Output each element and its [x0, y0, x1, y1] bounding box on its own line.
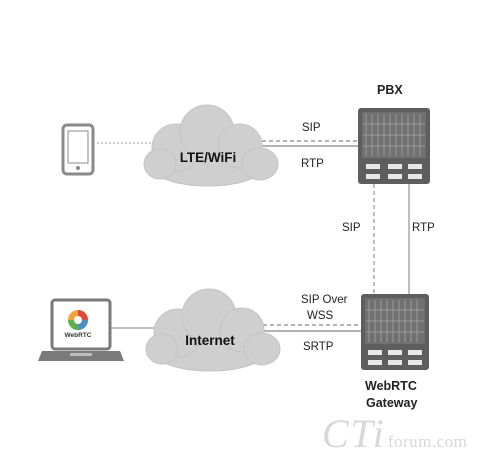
- webrtc-logo-icon: [68, 310, 88, 330]
- vertical-rtp-label: RTP: [412, 222, 435, 234]
- watermark-cti: CTi: [322, 411, 386, 456]
- vertical-sip-label: SIP: [342, 222, 361, 234]
- laptop-icon: [38, 298, 124, 361]
- lte-wifi-cloud-label: LTE/WiFi: [179, 150, 237, 165]
- pbx-server-icon: [358, 108, 430, 184]
- pbx-label: PBX: [377, 83, 403, 97]
- top-rtp-label: RTP: [301, 158, 324, 170]
- internet-cloud-label: Internet: [185, 333, 235, 348]
- webrtc-gateway-server-icon: [361, 294, 429, 370]
- smartphone-icon: [61, 123, 95, 176]
- webrtc-logo-text: WebRTC: [64, 332, 92, 339]
- watermark-forum: forum.com: [387, 432, 468, 451]
- webrtc-gateway-label-line2: Gateway: [366, 396, 418, 410]
- srtp-label: SRTP: [303, 341, 334, 353]
- wss-label: WSS: [307, 310, 334, 322]
- internet-cloud: [145, 288, 281, 372]
- lte-wifi-cloud: [143, 104, 279, 187]
- top-sip-label: SIP: [302, 122, 321, 134]
- webrtc-gateway-label-line1: WebRTC: [365, 379, 417, 393]
- sip-over-label: SIP Over: [301, 294, 348, 306]
